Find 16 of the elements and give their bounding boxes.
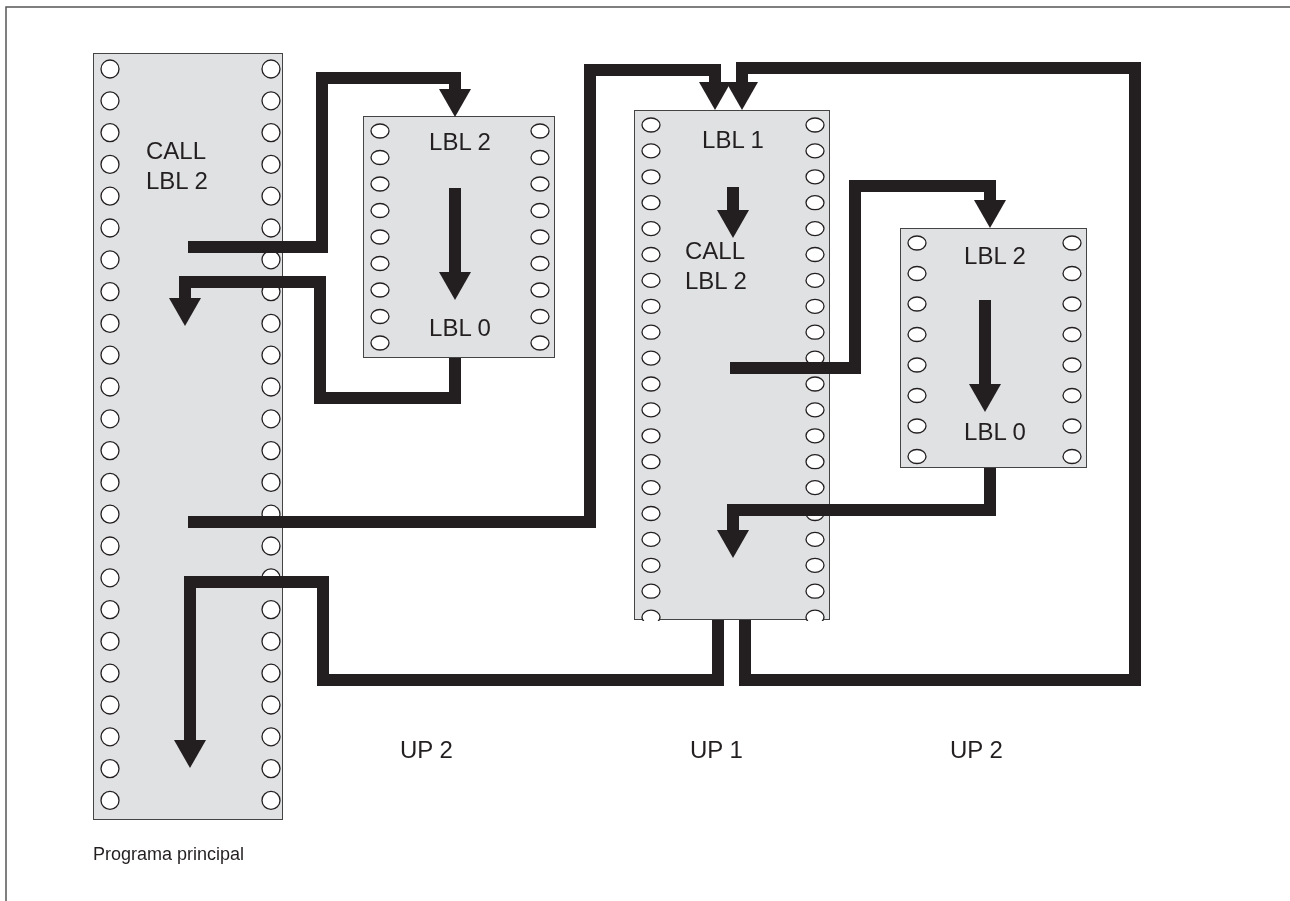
label-text: LBL 0 <box>963 417 1027 447</box>
label-text: LBL 2 <box>963 241 1027 271</box>
label-text: CALL LBL 2 <box>685 236 748 296</box>
flow-arrow <box>188 72 471 253</box>
flow-arrow <box>174 576 724 768</box>
label-text: LBL 2 <box>428 127 492 157</box>
subprogram-label: UP 2 <box>950 736 1003 764</box>
subprogram-label: UP 2 <box>400 736 453 764</box>
label-text: LBL 1 <box>701 125 765 155</box>
label-text: LBL 0 <box>428 313 492 343</box>
flow-arrow <box>730 180 1006 374</box>
label-text: CALL LBL 2 <box>146 136 209 196</box>
flow-arrow <box>188 64 731 528</box>
caption-text: Programa principal <box>93 844 245 865</box>
subprogram-label: UP 1 <box>690 736 743 764</box>
flow-arrow <box>726 62 1141 686</box>
